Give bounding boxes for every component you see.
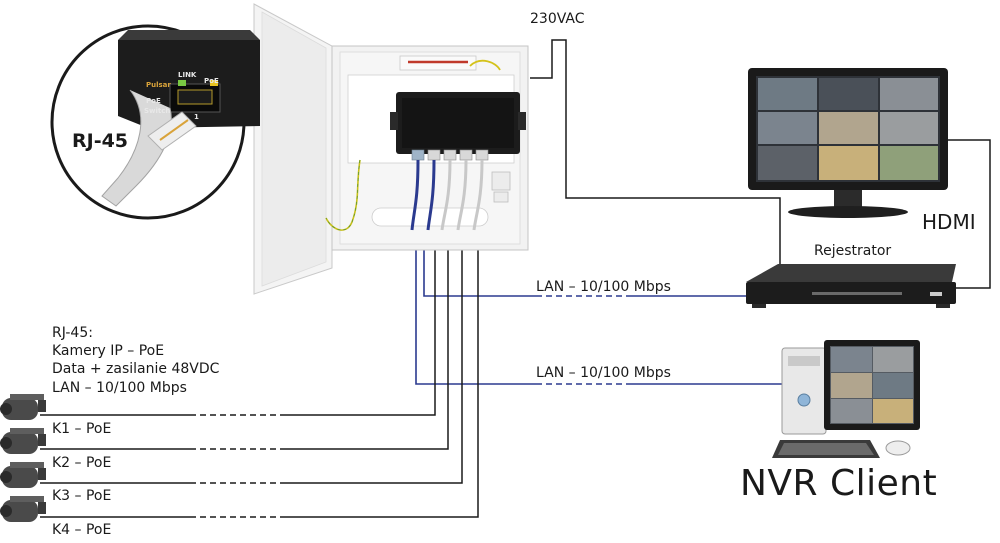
label-port-link: LINK (178, 71, 197, 79)
power-cable-230vac (530, 39, 781, 265)
camera-k4 (0, 496, 46, 522)
lan-dashed-segments (536, 294, 628, 386)
camera-k3 (0, 462, 46, 488)
rj45-notes: RJ-45: Kamery IP – PoE Data + zasilanie … (52, 324, 292, 397)
camera-cables (40, 250, 479, 518)
note-line: LAN – 10/100 Mbps (52, 379, 187, 396)
note-line: Data + zasilanie 48VDC (52, 361, 220, 378)
label-lan-client: LAN – 10/100 Mbps (536, 365, 671, 381)
label-nvr-client: NVR Client (740, 463, 938, 504)
nvr-recorder (746, 264, 956, 308)
poe-switch-module (390, 92, 526, 161)
label-switch-caption-1: PoE (146, 97, 161, 105)
label-hdmi: HDMI (922, 210, 976, 234)
monitor-camera-grid (758, 78, 938, 180)
label-camera-k1: K1 – PoE (52, 421, 112, 437)
label-port-poe: PoE (204, 77, 219, 85)
label-rj45: RJ-45 (72, 130, 129, 152)
label-230vac: 230VAC (530, 11, 585, 27)
camera-k2 (0, 428, 46, 454)
label-brand: Pulsar (146, 81, 171, 89)
label-recorder: Rejestrator (814, 243, 892, 259)
note-line: Kamery IP – PoE (52, 343, 165, 360)
monitor (748, 68, 948, 218)
label-camera-k3: K3 – PoE (52, 488, 112, 504)
label-camera-k4: K4 – PoE (52, 522, 112, 538)
enclosure (253, 3, 529, 295)
internal-patch-cables (410, 159, 484, 231)
lan-cable-recorder (423, 250, 746, 297)
note-line: RJ-45: (52, 325, 93, 341)
hdmi-cable (948, 139, 991, 289)
nvr-client-pc (772, 340, 920, 458)
label-lan-recorder: LAN – 10/100 Mbps (536, 279, 671, 295)
camera-k1 (0, 394, 46, 420)
camera-cable-k1-dashed (190, 414, 282, 519)
label-port-number: 1 (194, 113, 199, 121)
rj45-zoom-inset (50, 24, 260, 220)
label-camera-k2: K2 – PoE (52, 455, 112, 471)
label-switch-caption-2: Switch (144, 107, 171, 115)
lan-cable-client (415, 250, 785, 385)
